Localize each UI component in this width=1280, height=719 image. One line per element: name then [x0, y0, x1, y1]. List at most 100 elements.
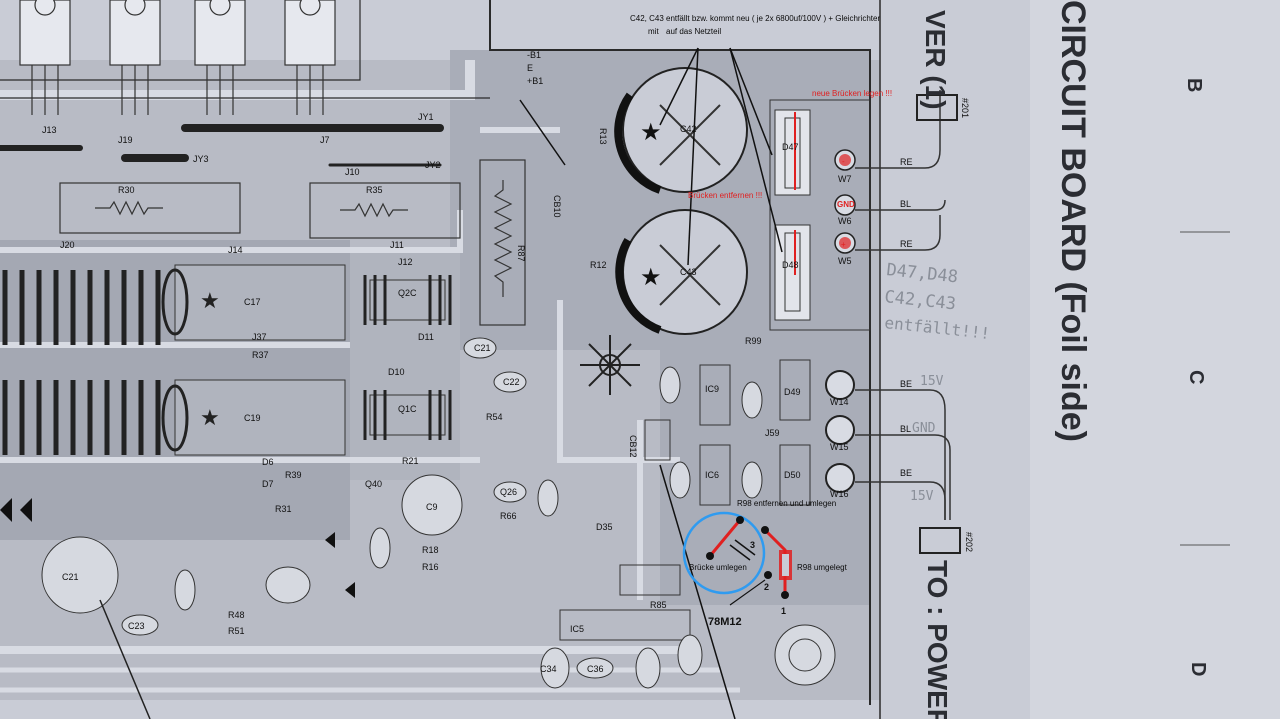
label-w7: W7 — [838, 174, 852, 184]
part-cb10: CB10 — [552, 195, 562, 218]
ic-blocks — [369, 279, 811, 641]
part-r54: R54 — [486, 412, 503, 422]
left-diodes — [0, 498, 355, 598]
pin-3: 3 — [750, 540, 755, 550]
part-d48: D48 — [782, 260, 799, 270]
part-q1c: Q1C — [398, 404, 417, 414]
part-r35: R35 — [366, 185, 383, 195]
label-connector-202: #202 — [964, 532, 974, 552]
part-j11: J11 — [390, 240, 404, 250]
part-c17: C17 — [244, 297, 261, 307]
part-c19: C19 — [244, 413, 261, 423]
paper-margin — [1030, 0, 1280, 719]
annotation-pointers — [519, 47, 783, 719]
part-r31: R31 — [275, 504, 292, 514]
heading-title: CIRCUIT BOARD (Foil side) — [1054, 0, 1092, 442]
part-j7: J7 — [320, 135, 330, 145]
connector-201 — [916, 94, 958, 121]
diode-d48 — [774, 224, 811, 321]
part-j10: J10 — [345, 167, 360, 177]
part-d49: D49 — [784, 387, 801, 397]
left-heatsink — [2, 270, 161, 455]
diode-d47 — [774, 109, 811, 196]
annotation-line1: C42, C43 entfällt bzw. kommt neu ( je 2x… — [630, 14, 880, 23]
bus-b1-plus: +B1 — [527, 76, 543, 86]
part-jy1: JY1 — [418, 112, 434, 122]
capacitor-c19: ★ — [161, 379, 346, 456]
part-q26: Q26 — [500, 487, 517, 497]
hand-note-15v-bottom: 15V — [910, 489, 934, 504]
part-j14: J14 — [228, 245, 243, 255]
grid-letter-c: C — [1185, 370, 1207, 384]
hand-note-gnd: GND — [912, 421, 936, 436]
pin-2: 2 — [764, 582, 769, 592]
part-q40: Q40 — [365, 479, 382, 489]
part-c23: C23 — [128, 621, 145, 631]
label-re-bottom: RE — [900, 239, 913, 249]
part-r99: R99 — [745, 336, 762, 346]
part-ic6: IC6 — [705, 470, 719, 480]
label-w15: W15 — [830, 442, 849, 452]
part-r48: R48 — [228, 610, 245, 620]
capacitor-c42: ★ — [614, 67, 748, 194]
pointer-line-left — [99, 599, 151, 719]
output-wires — [855, 90, 951, 520]
part-r85: R85 — [650, 600, 667, 610]
top-annotation: C42, C43 entfällt bzw. kommt neu ( je 2x… — [630, 14, 880, 36]
grid-letters: B C D — [1183, 78, 1209, 676]
note-bridge-a: Brücke umlegen — [689, 563, 747, 572]
part-j19: J19 — [118, 135, 133, 145]
part-c21: C21 — [474, 343, 491, 353]
part-r66: R66 — [500, 511, 517, 521]
part-d6: D6 — [262, 457, 274, 467]
part-cb12: CB12 — [628, 435, 638, 458]
small-components — [41, 337, 836, 689]
wire-pads-top — [834, 149, 856, 254]
grid-letter-b: B — [1183, 78, 1205, 92]
label-bl: BL — [900, 199, 911, 209]
part-labels: J13 J19 J7 JY1 JY2 JY3 J10 J11 J12 J14 J… — [42, 112, 801, 674]
pin-1: 1 — [781, 606, 786, 616]
pad-minus: - — [842, 157, 845, 166]
bus-b1-minus: -B1 — [527, 50, 541, 60]
note-remove-bridges: Brücken entfernen !!! — [688, 191, 762, 200]
part-ic9: IC9 — [705, 384, 719, 394]
part-r39: R39 — [285, 470, 302, 480]
annotation-line2: mit — [648, 27, 659, 36]
capacitor-c17: ★ — [161, 264, 346, 341]
part-j20: J20 — [60, 240, 75, 250]
heading-power-bottom: TO : POWER — [922, 560, 953, 719]
part-c43: C43 — [680, 267, 697, 277]
heatsink-clips — [363, 275, 452, 440]
part-r21: R21 — [402, 456, 419, 466]
heading-power-top: VER (1) — [920, 10, 951, 110]
svg-text:★: ★ — [640, 264, 662, 291]
power-transistors — [19, 0, 336, 115]
svg-text:★: ★ — [200, 288, 220, 313]
part-j59: J59 — [765, 428, 780, 438]
label-w6: W6 — [838, 216, 852, 226]
part-d35: D35 — [596, 522, 613, 532]
label-w14: W14 — [830, 397, 849, 407]
part-j37: J37 — [252, 332, 267, 342]
part-ic5: IC5 — [570, 624, 584, 634]
note-r98-remove: R98 entfernen und umlegen — [737, 499, 836, 508]
star-heatsink — [580, 335, 640, 395]
red-pad-markers — [839, 154, 851, 249]
part-jy2: JY2 — [425, 160, 441, 170]
part-c9: C9 — [426, 502, 438, 512]
board-outline — [489, 0, 871, 705]
connector-202 — [919, 527, 961, 554]
part-r51: R51 — [228, 626, 245, 636]
part-c42: C42 — [680, 124, 697, 134]
label-be-bottom: BE — [900, 468, 912, 478]
hand-note-15v-top: 15V — [920, 374, 944, 389]
bus-e: E — [527, 63, 533, 73]
pad-gnd: GND — [837, 200, 855, 209]
part-r37: R37 — [252, 350, 269, 360]
note-new-bridges: neue Brücken legen !!! — [812, 89, 892, 98]
part-c21b: C21 — [62, 572, 79, 582]
part-c34: C34 — [540, 664, 557, 674]
part-d47: D47 — [782, 142, 799, 152]
